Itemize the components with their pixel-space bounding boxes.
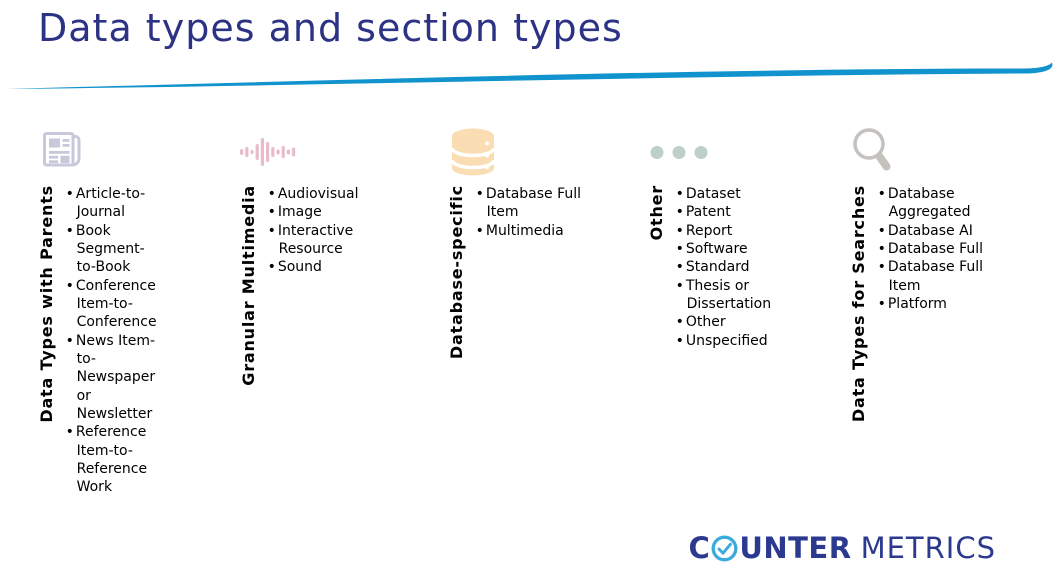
- column-database-specific: Database-specific Database Full ItemMult…: [446, 126, 594, 359]
- list-item: Unspecified: [676, 332, 790, 350]
- list-item: Other: [676, 313, 790, 331]
- list-item: Book Segment-to-Book: [66, 222, 162, 277]
- logo-text-unter: UNTER: [739, 531, 852, 565]
- column-icon: [650, 126, 790, 178]
- list-item: Interactive Resource: [268, 222, 376, 259]
- column-icon: [448, 126, 594, 178]
- list-item: Database Full Item: [878, 258, 1002, 295]
- magnifier-icon: [853, 128, 891, 171]
- list-item: Thesis or Dissertation: [676, 277, 790, 314]
- column-icon: [848, 126, 1002, 178]
- column-icon: [40, 126, 162, 178]
- list-item: Sound: [268, 258, 376, 276]
- page-title: Data types and section types: [38, 6, 623, 50]
- list-item: Database AI: [878, 222, 1002, 240]
- column-label: Granular Multimedia: [239, 185, 258, 386]
- column-label: Other: [647, 185, 666, 241]
- list-item: Standard: [676, 258, 790, 276]
- list-item: Conference Item-to-Conference: [66, 277, 162, 332]
- list-item: Database Aggregated: [878, 185, 1002, 222]
- list-item: Platform: [878, 295, 1002, 313]
- list-item: Software: [676, 240, 790, 258]
- column-data-types-for-searches: Data Types for Searches Database Aggrega…: [848, 126, 1002, 422]
- list-item: Report: [676, 222, 790, 240]
- list-item: News Item-to-Newspaper or Newsletter: [66, 332, 162, 424]
- column-label: Data Types with Parents: [37, 185, 56, 423]
- ellipsis-icon: [650, 145, 708, 159]
- column-item-list: AudiovisualImageInteractive ResourceSoun…: [268, 185, 376, 277]
- column-item-list: Database Full ItemMultimedia: [476, 185, 594, 240]
- list-item: Database Full: [878, 240, 1002, 258]
- column-icon: [238, 126, 376, 178]
- list-item: Patent: [676, 203, 790, 221]
- column-item-list: DatasetPatentReportSoftwareStandardThesi…: [676, 185, 790, 350]
- list-item: Image: [268, 203, 376, 221]
- column-item-list: Article-to-JournalBook Segment-to-BookCo…: [66, 185, 162, 497]
- list-item: Multimedia: [476, 222, 594, 240]
- logo: C UNTER METRICS: [689, 531, 996, 565]
- waveform-icon: [240, 138, 296, 166]
- column-label: Database-specific: [447, 185, 466, 360]
- check-circle-icon: [711, 535, 738, 561]
- column-other: Other DatasetPatentReportSoftwareStandar…: [646, 126, 790, 350]
- logo-text-metrics: METRICS: [860, 531, 996, 565]
- logo-text-c: C: [688, 531, 711, 565]
- column-label: Data Types for Searches: [849, 185, 868, 423]
- list-item: Database Full Item: [476, 185, 594, 222]
- list-item: Dataset: [676, 185, 790, 203]
- list-item: Reference Item-to-Reference Work: [66, 423, 162, 496]
- column-data-types-with-parents: Data Types with Parents Article-to-Journ…: [36, 126, 162, 497]
- list-item: Article-to-Journal: [66, 185, 162, 222]
- newspaper-icon: [43, 132, 81, 167]
- list-item: Audiovisual: [268, 185, 376, 203]
- underline-swoosh: [7, 62, 1053, 89]
- database-icon: [450, 128, 496, 176]
- column-granular-multimedia: Granular Multimedia AudiovisualImageInte…: [238, 126, 376, 386]
- column-item-list: Database AggregatedDatabase AIDatabase F…: [878, 185, 1002, 313]
